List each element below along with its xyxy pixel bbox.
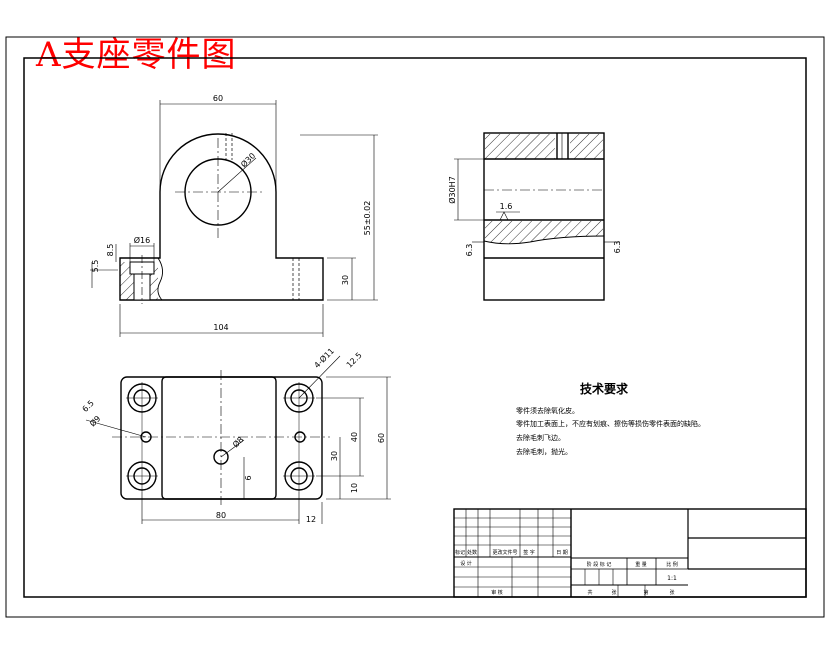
tech-line-4: 去除毛刺，抛光。 (516, 447, 572, 456)
dim-top-h4: 10 (350, 483, 359, 493)
dim-top-h1: 40 (350, 432, 359, 442)
tb-scale: 1:1 (667, 575, 677, 582)
top-view (85, 355, 391, 524)
tb-change-doc: 更改文件号 (492, 549, 517, 556)
dim-front-width: 60 (213, 94, 223, 103)
dim-top-left-a: 6.5 (81, 399, 96, 414)
page-title: A支座零件图 (36, 35, 237, 75)
dim-top-center: Ø8 (230, 434, 245, 449)
dim-top-small: 6 (244, 475, 253, 480)
dim-side-left: 6.3 (465, 244, 474, 257)
dim-depth-left: 5.5 (91, 260, 100, 273)
title-block (453, 508, 807, 598)
dim-top-h3: 30 (330, 451, 339, 461)
tb-total: 共 (587, 589, 592, 596)
tech-requirements: 技术要求 零件须去除氧化皮。 零件加工表面上，不应有划痕、擦伤等损伤零件表面的缺… (516, 381, 705, 456)
inner-frame (23, 57, 807, 598)
outer-border (5, 36, 825, 618)
tb-no: 第 (643, 589, 648, 596)
tech-line-3: 去除毛刺飞边。 (516, 433, 565, 442)
dim-top-holes-depth: 12.5 (345, 351, 364, 370)
dim-top-width: 80 (216, 511, 226, 520)
dim-bore: Ø30 (239, 151, 258, 170)
dim-side-right: 6.3 (613, 241, 622, 254)
dim-front-base: 104 (213, 323, 228, 332)
front-view (90, 100, 378, 337)
tb-mark: 标记 (455, 549, 465, 556)
tech-heading: 技术要求 (580, 381, 629, 396)
tb-stage-mark: 阶 段 标 记 (587, 561, 612, 568)
dim-top-holes: 4-Ø11 (312, 346, 336, 370)
tech-line-2: 零件加工表面上，不应有划痕、擦伤等损伤零件表面的缺陷。 (516, 419, 705, 428)
dim-front-height: 55±0.02 (363, 201, 372, 236)
dim-top-right: 12 (306, 515, 316, 524)
tb-sign: 签 字 (523, 549, 535, 556)
side-section-view (454, 132, 620, 301)
tb-scale-label: 比 例 (666, 561, 678, 568)
dim-side-bore: Ø30H7 (447, 176, 457, 204)
tech-line-1: 零件须去除氧化皮。 (516, 406, 579, 415)
tb-count: 处数 (467, 549, 477, 556)
tb-sheets-b: 张 (669, 589, 674, 596)
dim-counterbore: Ø16 (134, 235, 150, 245)
tb-sheets-a: 张 (611, 589, 616, 596)
dim-depth-top: 8.5 (106, 244, 115, 257)
tb-design: 设 计 (460, 560, 472, 567)
dim-top-h2: 60 (377, 433, 386, 443)
tb-review: 审 核 (491, 589, 503, 596)
tb-weight: 重 量 (635, 561, 647, 568)
dim-side-rough: 1.6 (500, 202, 513, 211)
dim-top-left-b: Ø9 (87, 413, 102, 428)
tb-date: 日 期 (556, 550, 568, 556)
dim-front-low-height: 30 (341, 275, 350, 285)
